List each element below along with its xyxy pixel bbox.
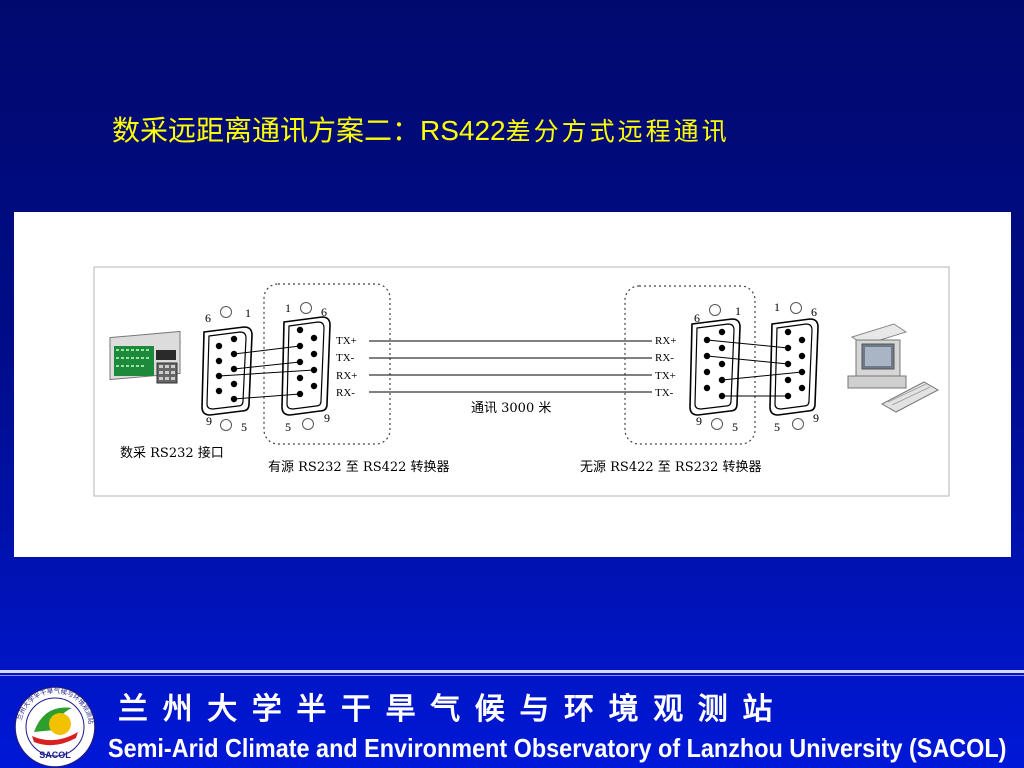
title-serif-part: 差分方式远程通讯 <box>505 117 730 146</box>
pin-label-9: 9 <box>696 414 702 428</box>
converter1-box <box>263 283 391 445</box>
pin-label-9: 9 <box>206 414 212 428</box>
pin-label-5: 5 <box>285 420 291 434</box>
pin-label-1: 1 <box>735 304 741 318</box>
right-signal-label: RX+ <box>655 335 676 347</box>
pin-label-5: 5 <box>732 420 738 434</box>
sacol-logo: 兰州大学半干旱气候与环境观测站 SACOL <box>14 686 96 768</box>
rs232-wires <box>218 345 315 400</box>
slide-title: 数采远距离通讯方案二：RS422差分方式远程通讯 <box>112 108 912 154</box>
converter2-label: 无源 RS422 至 RS232 转换器 <box>580 460 762 475</box>
left-signal-label: RX- <box>336 387 355 399</box>
db9-connector-icon <box>201 306 253 431</box>
rs232-wires-right <box>706 339 803 397</box>
pin-label-1: 1 <box>245 306 251 320</box>
pin-label-6: 6 <box>205 311 211 325</box>
right-signal-label: RX- <box>655 352 674 364</box>
left-signal-label: TX+ <box>336 335 357 347</box>
footer-divider-thin <box>0 675 1024 676</box>
left-device-label: 数采 RS232 接口 <box>120 445 224 461</box>
converter2-box <box>624 285 756 445</box>
pin-label-6: 6 <box>811 305 817 319</box>
pin-label-6: 6 <box>694 311 700 325</box>
right-signal-label: TX+ <box>655 370 676 382</box>
datalogger-icon <box>108 330 182 384</box>
footer-cn-name: 兰州大学半干旱气候与环境观测站 <box>118 692 787 727</box>
db9-connector-icon <box>769 302 819 430</box>
rs422-long-lines <box>369 340 652 393</box>
left-signal-label: TX- <box>336 352 355 364</box>
title-latin-part: RS422 <box>420 115 506 146</box>
title-cn-part: 数采远距离通讯方案二： <box>112 114 421 147</box>
pin-label-9: 9 <box>324 411 330 425</box>
logo-text: SACOL <box>39 750 71 760</box>
db9-connector-icon <box>281 302 331 430</box>
pin-label-1: 1 <box>774 300 780 314</box>
pin-label-1: 1 <box>285 301 291 315</box>
pin-label-6: 6 <box>321 305 327 319</box>
pin-label-5: 5 <box>774 420 780 434</box>
diagram-panel: 6 1 9 5 1 6 5 9 TX+ TX- RX+ RX- <box>14 212 1011 557</box>
distance-label: 通讯 3000 米 <box>471 401 551 416</box>
right-signal-label: TX- <box>655 387 674 399</box>
footer-en-name: Semi-Arid Climate and Environment Observ… <box>108 733 1007 763</box>
pin-label-5: 5 <box>241 420 247 434</box>
wiring-diagram: 6 1 9 5 1 6 5 9 TX+ TX- RX+ RX- <box>93 266 950 497</box>
pin-label-9: 9 <box>813 411 819 425</box>
footer-divider <box>0 670 1024 673</box>
left-signal-label: RX+ <box>336 370 357 382</box>
computer-icon <box>847 323 940 413</box>
db9-connector-icon <box>689 304 741 430</box>
converter1-label: 有源 RS232 至 RS422 转换器 <box>268 460 450 475</box>
